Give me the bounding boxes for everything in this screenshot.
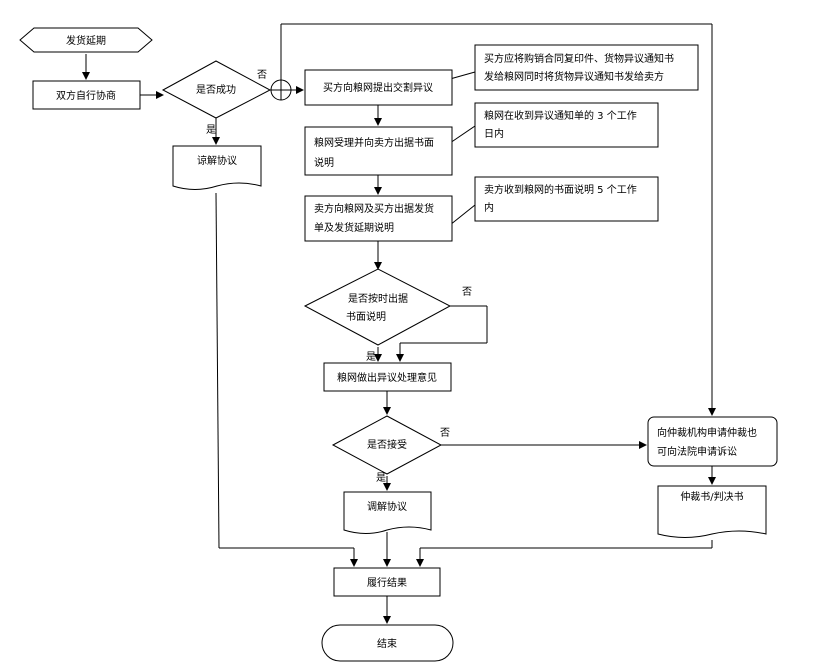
mediation-doc-1: 谅解协议 [172,145,262,190]
grain-accept-line1: 粮网受理并向卖方出据书面 [314,136,434,149]
start-label: 发货延期 [66,34,106,47]
note-2-line2: 日内 [484,127,504,140]
arbitration-line1: 向仲裁机构申请仲裁也 [657,426,757,439]
objection-step: 买方向粮网提出交割异议 [304,69,453,106]
grain-opinion-label: 粮网做出异议处理意见 [337,371,437,384]
accept-decision-label: 是否接受 [367,438,407,451]
negotiate-node: 双方自行协商 [32,80,141,110]
ontime-decision-line1: 是否按时出据 [348,292,408,305]
note-3-line1: 卖方收到粮网的书面说明 5 个工作 [484,183,637,196]
mediation-doc-2: 调解协议 [343,491,432,534]
grain-accept-line2: 说明 [314,156,334,169]
label-no-2: 否 [462,286,472,298]
label-no-1: 否 [257,69,267,81]
note-1-line2: 发给粮网同时将货物异议通知书发给卖方 [484,70,664,83]
seller-docs-line2: 单及发货延期说明 [314,221,394,234]
label-no-3: 否 [440,427,450,439]
seller-docs-line1: 卖方向粮网及买方出据发货 [314,202,434,215]
objection-step-label: 买方向粮网提出交割异议 [323,81,433,94]
label-yes-1: 是 [206,124,216,136]
connectors [82,23,716,624]
note-3: 卖方收到粮网的书面说明 5 个工作 内 [474,176,659,222]
end-node: 结束 [321,624,454,662]
note-1-line1: 买方应将购销合同复印件、货物异议通知书 [484,52,674,65]
note-1: 买方应将购销合同复印件、货物异议通知书 发给粮网同时将货物异议通知书发给卖方 [474,44,699,91]
arbitration-line2: 可向法院申请诉讼 [657,445,737,458]
award-doc-label: 仲裁书/判决书 [680,490,743,503]
perform-step: 履行结果 [333,567,441,597]
negotiate-label: 双方自行协商 [56,89,116,102]
note-3-line2: 内 [484,201,494,214]
start-node: 发货延期 [19,27,153,53]
success-decision-label: 是否成功 [196,84,236,96]
end-label: 结束 [377,637,397,650]
note-2-line1: 粮网在收到异议通知单的 3 个工作 [484,109,637,122]
note-2: 粮网在收到异议通知单的 3 个工作 日内 [474,102,659,148]
success-decision: 是否成功 [161,60,272,119]
seller-docs-step: 卖方向粮网及买方出据发货 单及发货延期说明 [304,195,453,242]
ontime-decision-line2: 书面说明 [346,310,386,323]
arbitration-step: 向仲裁机构申请仲裁也 可向法院申请诉讼 [647,416,778,467]
label-yes-3: 是 [376,472,386,484]
mediation-doc-1-label: 谅解协议 [197,154,237,167]
grain-accept-step: 粮网受理并向卖方出据书面 说明 [304,126,453,176]
accept-decision: 是否接受 [331,415,443,475]
mediation-doc-2-label: 调解协议 [367,500,407,513]
label-yes-2: 是 [366,351,376,363]
ontime-decision: 是否按时出据 书面说明 [303,268,452,346]
grain-opinion-step: 粮网做出异议处理意见 [323,362,452,392]
award-doc: 仲裁书/判决书 [657,485,767,538]
perform-label: 履行结果 [367,576,407,589]
